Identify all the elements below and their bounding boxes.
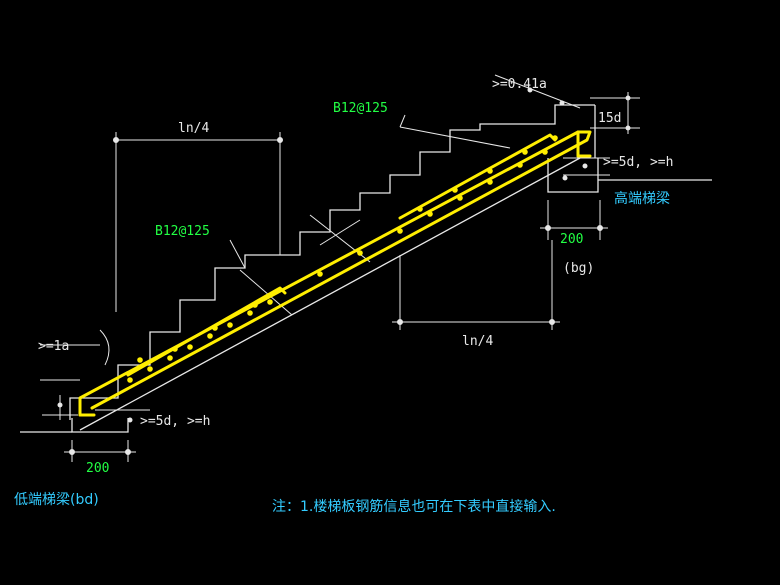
label-rebar-upper: B12@125 xyxy=(333,101,388,116)
label-note: 注：1.楼梯板钢筋信息也可在下表中直接输入. xyxy=(272,498,556,515)
label-dim-200-right: 200 xyxy=(560,232,583,247)
label-bg: (bg) xyxy=(563,261,594,276)
label-gte-la: >=1a xyxy=(38,339,69,354)
label-dim-200-left: 200 xyxy=(86,461,109,476)
label-anchor-041la: >=0.41a xyxy=(492,77,547,92)
label-gte-5d-h-right: >=5d, >=h xyxy=(603,155,673,170)
label-gte-5d-h-left: >=5d, >=h xyxy=(140,414,210,429)
label-low-beam: 低端梯梁(bd) xyxy=(14,492,99,508)
label-high-beam: 高端梯梁 xyxy=(614,190,670,207)
label-rebar-lower: B12@125 xyxy=(155,224,210,239)
label-ln4-left: ln/4 xyxy=(178,121,209,136)
low-end-beam xyxy=(20,418,129,433)
rebar-dots xyxy=(127,135,558,383)
dimension-lines xyxy=(40,74,640,462)
rebar xyxy=(78,130,592,417)
stair-steps-outline xyxy=(69,104,596,431)
label-hook-15d: 15d xyxy=(598,111,621,126)
label-ln4-right: ln/4 xyxy=(462,334,493,349)
